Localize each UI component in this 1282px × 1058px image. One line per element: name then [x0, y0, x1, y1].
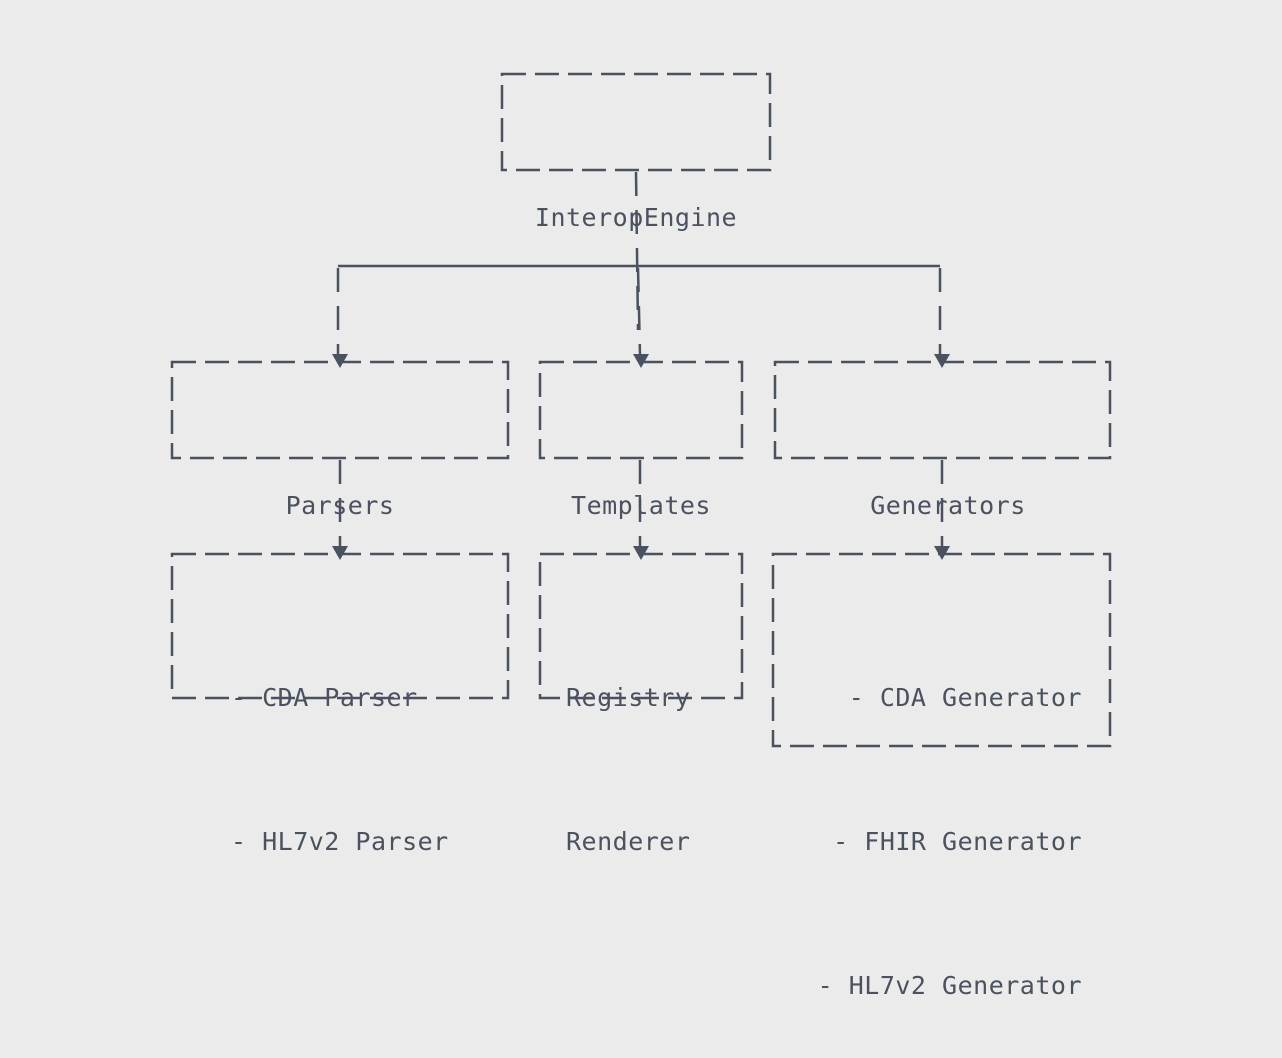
node-parsers-text: Parsers — [285, 491, 395, 520]
list-item-fhir-generator: - FHIR Generator — [833, 827, 1082, 856]
arrowhead-generators — [934, 354, 950, 368]
arrowhead-templates — [633, 354, 649, 368]
node-templates-text: Templates — [571, 491, 711, 520]
connector-root-down — [634, 171, 640, 331]
node-parsers-label: Parsers — [172, 386, 508, 578]
arrowhead-parsers-items — [332, 546, 348, 560]
node-templates-items: Registry Renderer — [566, 578, 736, 914]
node-parsers-items: - CDA Parser - HL7v2 Parser — [231, 578, 501, 914]
list-item-cda-parser: - CDA Parser — [231, 683, 418, 712]
arrowhead-parsers — [332, 354, 348, 368]
node-root-label: InteropEngine — [502, 98, 770, 290]
list-item-hl7v2-parser: - HL7v2 Parser — [231, 827, 449, 856]
list-item-registry: Registry — [566, 683, 691, 712]
arrowhead-templates-items — [633, 546, 649, 560]
list-item-hl7v2-generator: - HL7v2 Generator — [817, 971, 1082, 1000]
node-root-text: InteropEngine — [534, 203, 738, 232]
connector-to-templates — [636, 267, 642, 355]
node-generators-text: Generators — [870, 491, 1026, 520]
node-templates-label: Templates — [540, 386, 742, 578]
node-generators-items: - CDA Generator - FHIR Generator - HL7v2… — [782, 578, 1082, 1058]
box-root — [500, 72, 772, 172]
diagram-canvas — [170, 72, 1112, 748]
node-generators-label: Generators — [775, 386, 1121, 578]
list-item-renderer: Renderer — [566, 827, 691, 856]
list-item-cda-generator: - CDA Generator — [848, 683, 1082, 712]
arrowhead-generators-items — [934, 546, 950, 560]
